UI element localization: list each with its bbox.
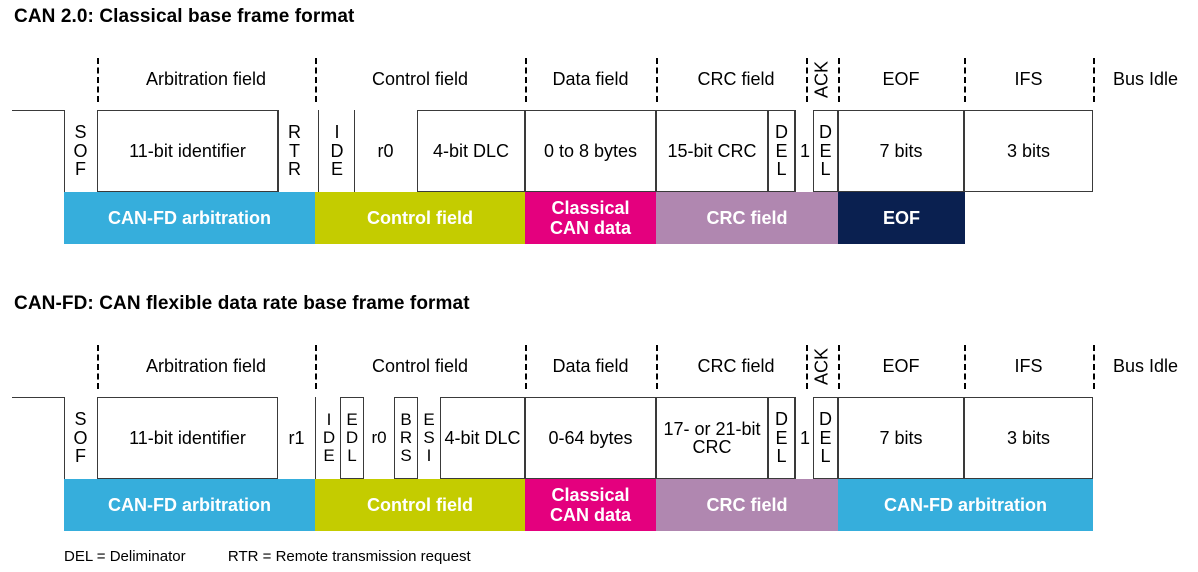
diagram1-caption-band: Arbitration field Control field Data fie… [0,56,1198,102]
separator-dash [964,345,966,389]
sof-left-edge [64,397,65,479]
separator-dash [806,58,808,102]
caption-control-field: Control field [371,356,469,376]
separator-dash [315,345,317,389]
field-crc: 17- or 21-bit CRC [656,397,768,479]
field-r0: r0 [377,140,394,161]
bar-crc-field: CRC field [656,479,838,531]
separator-dash [838,345,840,389]
caption-data-field: Data field [552,69,629,89]
bar-control-field: Control field [315,192,525,244]
caption-ack-field: ACK [811,60,832,98]
separator-dash [964,58,966,102]
field-ide: I D E [322,410,336,465]
field-crc-delimiter: D E L [768,110,795,192]
caption-crc-field: CRC field [697,69,775,89]
caption-eof: EOF [882,356,920,376]
separator-dash [806,345,808,389]
field-ifs: 3 bits [964,110,1093,192]
field-ack-slot: 1 [799,427,810,448]
caption-control-field: Control field [371,69,469,89]
separator-dash [97,58,99,102]
field-ide: I D E [330,121,344,180]
ide-left-edge [318,110,319,192]
field-brs: B R S [394,397,418,479]
separator-dash [838,58,840,102]
field-rtr: R T R [288,121,301,180]
legend: DEL = Deliminator RTR = Remote transmiss… [64,548,471,565]
separator-dash [525,345,527,389]
bus-idle-line [12,397,65,398]
legend-rtr: RTR = Remote transmission request [227,548,471,565]
caption-ifs: IFS [1014,356,1043,376]
legend-del: DEL = Deliminator [64,548,186,565]
caption-crc-field: CRC field [697,356,775,376]
bar-crc-field: CRC field [656,192,838,244]
field-edl: E D L [340,397,364,479]
field-data: 0-64 bytes [525,397,656,479]
separator-dash [315,58,317,102]
sof-left-edge [64,110,65,192]
bar-can-fd-arbitration: CAN-FD arbitration [64,192,315,244]
caption-data-field: Data field [552,356,629,376]
bar-classical-can-data: Classical CAN data [525,479,656,531]
field-sof: S O F [73,121,88,180]
bar-control-field: Control field [315,479,525,531]
diagram2-title: CAN-FD: CAN flexible data rate base fram… [14,293,470,314]
field-identifier: 11-bit identifier [97,397,278,479]
separator-dash [525,58,527,102]
caption-eof: EOF [882,69,920,89]
bar-eof: EOF [838,192,965,244]
field-r1: r1 [288,427,305,448]
control-left-edge [315,397,316,479]
caption-ifs: IFS [1014,69,1043,89]
separator-dash [656,58,658,102]
field-ack-slot: 1 [799,140,810,161]
field-ack-delimiter: D E L [813,397,838,479]
field-ack-delimiter: D E L [813,110,838,192]
field-dlc: 4-bit DLC [417,110,525,192]
diagram2-caption-band: Arbitration field Control field Data fie… [0,343,1198,389]
field-crc: 15-bit CRC [656,110,768,192]
field-identifier: 11-bit identifier [97,110,278,192]
ide-right-edge [354,110,355,192]
field-eof: 7 bits [838,110,964,192]
field-data: 0 to 8 bytes [525,110,656,192]
caption-bus-idle: Bus Idle [1112,69,1179,89]
diagram1-title: CAN 2.0: Classical base frame format [14,6,355,27]
field-eof: 7 bits [838,397,964,479]
field-ifs: 3 bits [964,397,1093,479]
bar-can-fd-arbitration-tail: CAN-FD arbitration [838,479,1093,531]
field-sof: S O F [73,408,88,467]
separator-dash [97,345,99,389]
separator-dash [656,345,658,389]
field-crc-delimiter: D E L [768,397,795,479]
ack-slot-left-edge [795,397,796,479]
bar-can-fd-arbitration: CAN-FD arbitration [64,479,315,531]
ack-slot-left-edge [795,110,796,192]
field-r0: r0 [371,428,387,448]
caption-ack-field: ACK [811,347,832,385]
caption-arbitration-field: Arbitration field [145,356,267,376]
caption-bus-idle: Bus Idle [1112,356,1179,376]
field-esi: E S I [423,410,435,465]
caption-arbitration-field: Arbitration field [145,69,267,89]
separator-dash [1093,58,1095,102]
bar-classical-can-data: Classical CAN data [525,192,656,244]
rtr-left-edge [278,110,279,192]
field-dlc: 4-bit DLC [440,397,525,479]
separator-dash [1093,345,1095,389]
bus-idle-line [12,110,65,111]
